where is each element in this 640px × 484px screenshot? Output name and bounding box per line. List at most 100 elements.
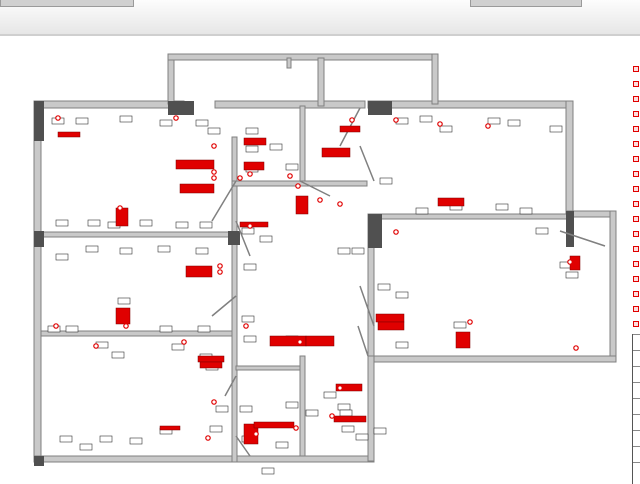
toolbar-strip[interactable] [0, 0, 134, 7]
equipment-block [455, 331, 471, 349]
wall [609, 210, 617, 362]
wall [299, 105, 306, 182]
outlet-symbol [329, 413, 335, 419]
fixture-label [239, 405, 253, 413]
outlet-symbol [567, 259, 573, 265]
table-row [633, 398, 640, 399]
fixture-label [549, 125, 563, 133]
fixture-label [241, 315, 255, 323]
outlet-symbol [247, 171, 253, 177]
legend-symbol [633, 141, 639, 147]
fixture-label [79, 443, 93, 451]
fixture-label [259, 235, 273, 243]
legend-symbol [633, 276, 639, 282]
fixture-label [487, 117, 501, 125]
drawing-legend [630, 66, 640, 346]
fixture-label [117, 297, 131, 305]
outlet-symbol [211, 175, 217, 181]
fixture-label [275, 441, 289, 449]
outlet-symbol [349, 117, 355, 123]
drawing-canvas[interactable] [0, 36, 640, 484]
table-row [633, 350, 640, 351]
outlet-symbol [485, 123, 491, 129]
outlet-symbol [247, 223, 253, 229]
fixture-label [65, 325, 79, 333]
door-leaf [211, 180, 237, 222]
cad-toolbar[interactable] [0, 0, 640, 35]
outlet-symbol [117, 205, 123, 211]
equipment-block [253, 421, 295, 429]
fixture-label [495, 203, 509, 211]
fixture-label [129, 437, 143, 445]
wall [317, 57, 325, 107]
wall [33, 100, 42, 457]
fixture-label [195, 247, 209, 255]
equipment-block [377, 321, 405, 331]
outlet-symbol [205, 435, 211, 441]
fixture-label [119, 247, 133, 255]
fixture-label [337, 247, 351, 255]
legend-symbol [633, 126, 639, 132]
equipment-block [199, 361, 223, 369]
toolbar-strip[interactable] [470, 0, 582, 7]
fixture-label [261, 467, 275, 475]
column [368, 101, 392, 115]
equipment-block [185, 265, 213, 278]
legend-symbol [633, 321, 639, 327]
legend-symbol [633, 231, 639, 237]
outlet-symbol [217, 263, 223, 269]
equipment-block [339, 125, 361, 133]
outlet-symbol [293, 425, 299, 431]
legend-symbol [633, 96, 639, 102]
fixture-label [195, 119, 209, 127]
door-leaf [211, 295, 237, 317]
legend-symbol [633, 216, 639, 222]
outlet-symbol [467, 319, 473, 325]
fixture-label [269, 143, 283, 151]
legend-symbol [633, 171, 639, 177]
outlet-symbol [287, 173, 293, 179]
fixture-label [111, 351, 125, 359]
equipment-block [175, 159, 215, 170]
fixture-label [535, 227, 549, 235]
fixture-label [55, 253, 69, 261]
column [34, 231, 44, 247]
fixture-label [351, 247, 365, 255]
table-row [633, 414, 640, 415]
fixture-label [243, 263, 257, 271]
legend-symbol [633, 261, 639, 267]
outlet-symbol [337, 201, 343, 207]
wall [286, 57, 292, 69]
fixture-label [245, 127, 259, 135]
outlet-symbol [55, 115, 61, 121]
column [168, 101, 194, 115]
outlet-symbol [243, 323, 249, 329]
door-leaf [359, 145, 375, 182]
equipment-block [333, 415, 367, 423]
outlet-symbol [237, 175, 243, 181]
equipment-block [115, 207, 129, 227]
wall [373, 213, 570, 220]
equipment-block [115, 307, 131, 325]
fixture-label [157, 245, 171, 253]
outlet-symbol [53, 323, 59, 329]
fixture-label [419, 115, 433, 123]
table-row [633, 446, 640, 447]
equipment-block [179, 183, 215, 194]
fixture-label [395, 341, 409, 349]
door-leaf [359, 285, 375, 327]
wall [167, 53, 175, 105]
fixture-label [565, 271, 579, 279]
fixture-label [119, 115, 133, 123]
fixture-label [453, 321, 467, 329]
wall [367, 100, 571, 109]
wall [214, 100, 366, 109]
equipment-block [335, 383, 363, 392]
legend-symbol [633, 201, 639, 207]
fixture-label [139, 219, 153, 227]
floor-plan[interactable] [0, 36, 640, 480]
door-leaf [559, 230, 606, 247]
outlet-symbol [173, 115, 179, 121]
column [34, 101, 44, 141]
outlet-symbol [217, 269, 223, 275]
